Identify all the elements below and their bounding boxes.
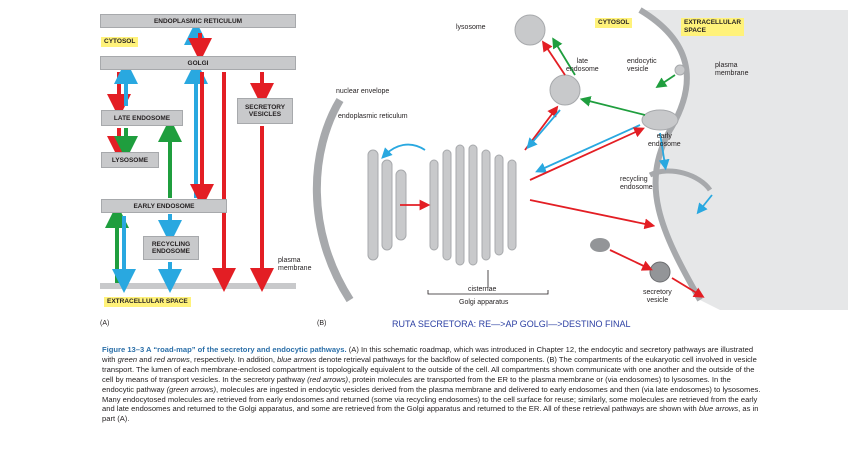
late-endosome-box: LATE ENDOSOME [101, 110, 183, 126]
early-endosome-label-b: early endosome [648, 133, 681, 148]
b-arrow-golgi-pm [529, 199, 656, 230]
secretory-vesicle-2 [590, 238, 610, 252]
cytosol-label: CYTOSOL [101, 37, 139, 47]
secretory-label-1: SECRETORY [244, 104, 286, 111]
late-endosome-shape [549, 74, 581, 106]
b-arrow-golgi-early [529, 127, 645, 181]
endocytic-vesicle-label: endocytic vesicle [627, 58, 657, 73]
extracellular-label-b: EXTRACELLULAR SPACE [681, 18, 745, 36]
figure-caption: Figure 13–3 A “road-map” of the secretor… [102, 345, 761, 424]
er-box: ENDOPLASMIC RETICULUM [100, 14, 296, 28]
panel-a-tag: (A) [100, 320, 110, 327]
b-arrow-golgi-er [381, 143, 426, 159]
secretory-vesicles-box: SECRETORY VESICLES [237, 98, 293, 124]
lysosome-box: LYSOSOME [101, 152, 159, 168]
cytosol-label-b: CYTOSOL [595, 18, 633, 28]
recycling-endosome-shape [648, 168, 713, 192]
golgi-bracket [427, 290, 549, 295]
secretory-label-2: VESICLES [248, 111, 282, 118]
lysosome-label: LYSOSOME [111, 156, 149, 164]
plasma-membrane-label-b: plasma membrane [715, 62, 749, 77]
er-label: ENDOPLASMIC RETICULUM [153, 17, 243, 25]
late-endosome-label-b: late endosome [566, 58, 599, 73]
early-endosome-box: EARLY ENDOSOME [101, 199, 227, 213]
recycling-endosome-box: RECYCLING ENDOSOME [143, 236, 199, 260]
recycling-label-2: ENDOSOME [152, 248, 190, 255]
er-structure [367, 149, 407, 261]
lysosome-shape [514, 14, 546, 46]
plasma-membrane-band [100, 283, 296, 289]
recycling-label-1: RECYCLING [151, 241, 191, 248]
b-arrow-late-lysosome-green [552, 37, 576, 76]
lysosome-label-b: lysosome [456, 24, 486, 31]
early-endosome-label: EARLY ENDOSOME [133, 202, 195, 210]
extracellular-label-a: EXTRACELLULAR SPACE [104, 297, 191, 307]
b-arrow-late-golgi [526, 109, 561, 150]
b-arrow-early-late [579, 96, 646, 116]
golgi-apparatus-label: Golgi apparatus [459, 299, 509, 306]
plasma-membrane-b [638, 7, 703, 302]
golgi-stack [429, 144, 517, 266]
recycling-endosome-label-b: recycling endosome [620, 176, 653, 191]
b-arrow-late-lysosome-red [542, 40, 566, 76]
late-endosome-label: LATE ENDOSOME [113, 114, 171, 122]
endocytic-vesicle-shape [674, 64, 686, 76]
b-arrow-early-golgi [535, 124, 641, 173]
b-arrow-secretory [609, 249, 653, 271]
er-label-b: endoplasmic reticulum [338, 113, 408, 120]
secretory-vesicle-shape [649, 261, 671, 283]
b-arrow-recycling-pm [696, 194, 713, 215]
handwritten-annotation: RUTA SECRETORA: RE—>AP GOLGI—>DESTINO FI… [392, 319, 631, 329]
extracellular-region [640, 10, 848, 310]
b-arrow-exocytosis [671, 277, 705, 298]
nuclear-envelope-label: nuclear envelope [336, 88, 390, 95]
nuclear-envelope [312, 97, 354, 303]
plasma-membrane-label-a: plasma membrane [278, 257, 312, 272]
caption-title: Figure 13–3 A “road-map” of the secretor… [102, 345, 347, 354]
secretory-vesicle-label-b: secretory vesicle [643, 289, 672, 304]
b-arrow-endocytic [655, 74, 676, 88]
golgi-box: GOLGI [100, 56, 296, 70]
b-arrow-early-recycling [658, 132, 670, 171]
cisternae-label: cisternae [468, 286, 497, 293]
b-arrow-golgi-late [524, 105, 559, 151]
golgi-label: GOLGI [187, 59, 209, 67]
panel-b-tag: (B) [317, 320, 327, 327]
early-endosome-shape [641, 109, 679, 131]
